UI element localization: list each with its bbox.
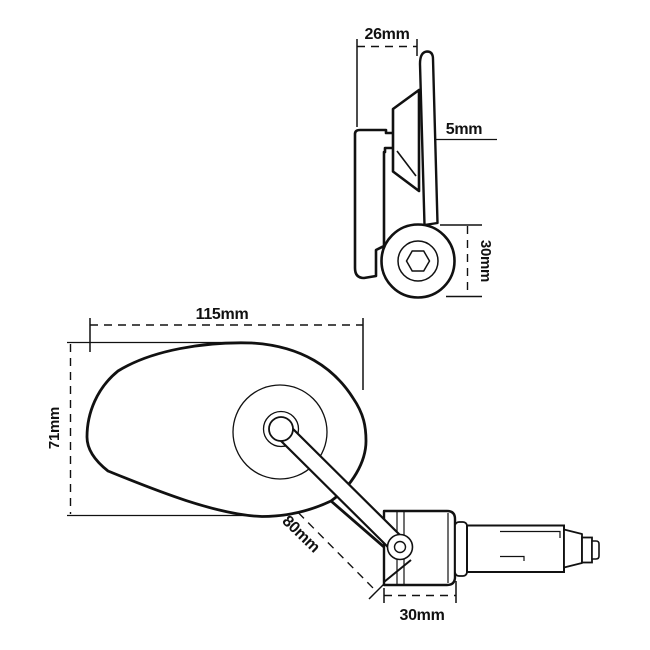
dim-clamp-width: 30mm — [383, 581, 457, 624]
expander-tip — [591, 540, 600, 560]
side-view: 26mm 5mm 30mm — [353, 26, 497, 299]
dim-mirror-width: 115mm — [89, 306, 364, 390]
dim-label-26mm: 26mm — [364, 26, 409, 43]
front-view: 115mm 71mm 80mm 30mm — [46, 306, 600, 624]
clamp-flange — [454, 521, 468, 577]
dim-label-30mm-clamp: 30mm — [399, 607, 444, 624]
bolt-head — [380, 223, 456, 299]
mirror-shell-cone — [391, 88, 421, 193]
expander-insert — [466, 524, 600, 573]
stem-base-chamfer — [383, 559, 412, 583]
stem-ball-joint — [268, 416, 294, 442]
expander-slot-line — [500, 555, 525, 561]
dim-label-115mm: 115mm — [196, 306, 249, 323]
mirror-glass-profile — [418, 50, 439, 227]
shell-detail-line — [396, 150, 417, 177]
pivot-bolt-inner — [393, 540, 407, 554]
dim-bolt-diameter: 30mm — [440, 224, 494, 298]
dim-label-71mm: 71mm — [46, 407, 63, 449]
expander-body — [466, 524, 565, 573]
expander-step — [581, 536, 593, 564]
dim-mirror-height: 71mm — [46, 341, 262, 517]
dim-label-30mm-side: 30mm — [477, 240, 494, 282]
expander-taper — [563, 528, 583, 569]
dim-housing-width: 26mm — [356, 26, 418, 127]
ball-socket-ring — [262, 410, 300, 448]
dim-label-5mm: 5mm — [446, 121, 483, 138]
hex-socket-icon — [405, 250, 431, 272]
expander-slot-line — [500, 530, 561, 538]
